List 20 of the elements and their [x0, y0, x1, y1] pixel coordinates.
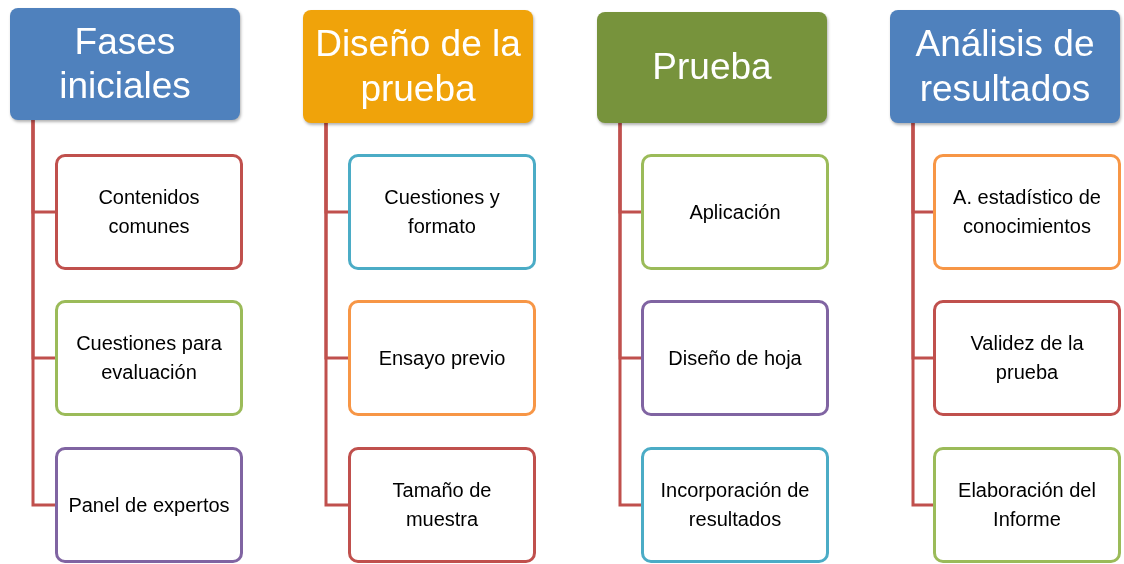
- task-box: Panel de expertos: [55, 447, 243, 563]
- task-box: Ensayo previo: [348, 300, 536, 416]
- phase-header-box: Análisis de resultados: [890, 10, 1120, 123]
- connector-line: [324, 123, 348, 507]
- task-box: Contenidos comunes: [55, 154, 243, 270]
- phase-header-box: Fases iniciales: [10, 8, 240, 120]
- task-box: Incorporación de resultados: [641, 447, 829, 563]
- task-box: Tamaño de muestra: [348, 447, 536, 563]
- task-box: Elaboración del Informe: [933, 447, 1121, 563]
- task-box: Cuestiones y formato: [348, 154, 536, 270]
- task-box: Diseño de hoja: [641, 300, 829, 416]
- task-box: Aplicación: [641, 154, 829, 270]
- task-box: Validez de la prueba: [933, 300, 1121, 416]
- connector-line: [911, 123, 933, 507]
- phase-header-box: Prueba: [597, 12, 827, 123]
- task-box: Cuestiones para evaluación: [55, 300, 243, 416]
- connector-line: [618, 123, 641, 507]
- connector-line: [31, 120, 55, 507]
- task-box: A. estadístico de conocimientos: [933, 154, 1121, 270]
- phase-header-box: Diseño de la prueba: [303, 10, 533, 123]
